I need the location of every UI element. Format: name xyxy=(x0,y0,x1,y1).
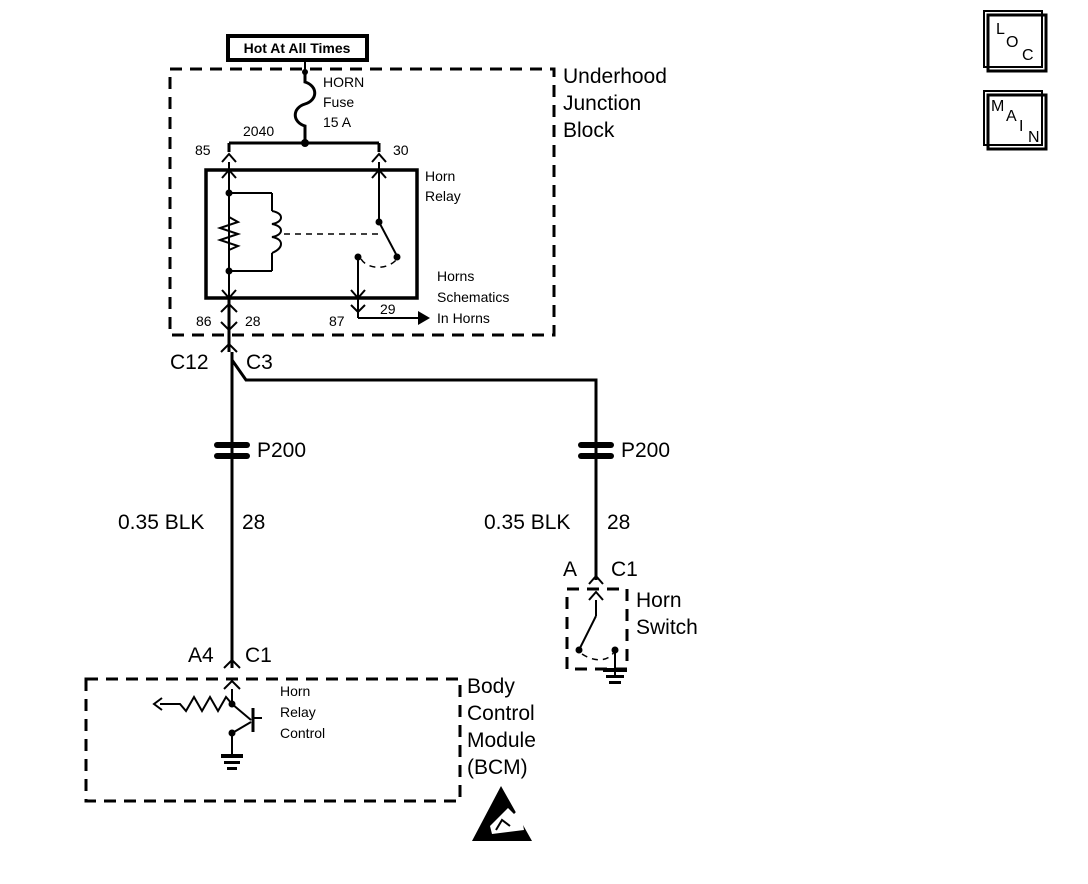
svg-text:C12: C12 xyxy=(170,351,209,374)
relay-bottom-pins: 86 28 87 29 xyxy=(196,298,430,352)
left-wire-spec: 0.35 BLK xyxy=(118,511,204,534)
main-button[interactable]: M A I N xyxy=(983,90,1048,151)
svg-text:M: M xyxy=(991,98,1004,115)
relay-coil xyxy=(216,162,282,300)
horn-switch-outline xyxy=(565,587,629,671)
svg-text:Relay: Relay xyxy=(280,704,316,720)
right-p200-connector: P200 xyxy=(578,439,670,462)
pin-30-label: 30 xyxy=(393,142,409,158)
svg-text:Underhood: Underhood xyxy=(563,65,667,88)
svg-text:A: A xyxy=(1006,108,1017,125)
svg-text:Relay: Relay xyxy=(425,188,461,204)
svg-text:A4: A4 xyxy=(188,644,214,667)
svg-text:C1: C1 xyxy=(611,558,638,581)
svg-text:28: 28 xyxy=(245,313,261,329)
hot-at-all-times-label: Hot At All Times xyxy=(226,34,369,62)
svg-text:Control: Control xyxy=(467,702,535,725)
svg-text:Horn: Horn xyxy=(636,589,682,612)
svg-text:29: 29 xyxy=(380,301,396,317)
bcm-connector-a4: A4 C1 xyxy=(188,644,272,669)
relay-contact xyxy=(284,162,401,300)
right-wire-circuit: 28 xyxy=(607,511,630,534)
horn-fuse: HORN Fuse 15 A xyxy=(293,60,364,143)
svg-text:Fuse: Fuse xyxy=(323,94,354,110)
connector-c12-c3: C12 C3 xyxy=(170,342,273,374)
underhood-junction-block-outline xyxy=(168,67,556,337)
svg-text:Horns: Horns xyxy=(437,268,474,284)
svg-text:86: 86 xyxy=(196,313,212,329)
horn-relay-box xyxy=(204,168,419,300)
svg-text:C3: C3 xyxy=(246,351,273,374)
horns-schematics-reference: Horns Schematics In Horns xyxy=(437,268,509,326)
ground-icon xyxy=(603,668,627,684)
svg-text:O: O xyxy=(1006,34,1018,51)
svg-text:Switch: Switch xyxy=(636,616,698,639)
right-wire-spec: 0.35 BLK xyxy=(484,511,570,534)
esd-warning-icon xyxy=(472,786,532,841)
svg-text:C: C xyxy=(1022,47,1034,64)
bcm-outline xyxy=(84,677,462,803)
svg-text:Horn: Horn xyxy=(425,168,455,184)
pin-30-connector xyxy=(371,152,387,163)
svg-text:87: 87 xyxy=(329,313,345,329)
loc-button[interactable]: L O C xyxy=(983,10,1048,73)
circuit-28-right-wire xyxy=(230,359,598,580)
underhood-junction-block-title: Underhood Junction Block xyxy=(563,65,667,142)
bcm-label: Body Control Module (BCM) xyxy=(467,675,536,779)
hot-label-text: Hot At All Times xyxy=(244,40,351,56)
svg-text:I: I xyxy=(1019,118,1023,135)
svg-text:C1: C1 xyxy=(245,644,272,667)
svg-text:N: N xyxy=(1028,129,1040,146)
bcm-horn-relay-control-circuit: Horn Relay Control xyxy=(152,679,325,770)
horn-switch-connector: A C1 xyxy=(563,558,638,585)
svg-text:Schematics: Schematics xyxy=(437,289,509,305)
svg-text:(BCM): (BCM) xyxy=(467,756,528,779)
svg-text:Block: Block xyxy=(563,119,615,142)
svg-text:L: L xyxy=(996,21,1005,38)
svg-text:Horn: Horn xyxy=(280,683,310,699)
svg-text:2040: 2040 xyxy=(243,123,274,139)
svg-text:Junction: Junction xyxy=(563,92,641,115)
svg-text:HORN: HORN xyxy=(323,74,364,90)
svg-text:15 A: 15 A xyxy=(323,114,352,130)
splice-2040: 2040 xyxy=(227,123,381,152)
pin-85-label: 85 xyxy=(195,142,211,158)
svg-text:P200: P200 xyxy=(257,439,306,462)
pin-85-connector xyxy=(221,152,237,163)
horn-relay-label: Horn Relay xyxy=(425,168,461,204)
left-wire-circuit: 28 xyxy=(242,511,265,534)
svg-text:Control: Control xyxy=(280,725,325,741)
svg-text:A: A xyxy=(563,558,577,581)
svg-text:Module: Module xyxy=(467,729,536,752)
left-p200-connector: P200 xyxy=(214,439,306,462)
horn-switch-contacts xyxy=(575,590,619,676)
svg-text:In Horns: In Horns xyxy=(437,310,490,326)
svg-text:P200: P200 xyxy=(621,439,670,462)
horn-switch-label: Horn Switch xyxy=(636,589,698,639)
svg-text:Body: Body xyxy=(467,675,515,698)
